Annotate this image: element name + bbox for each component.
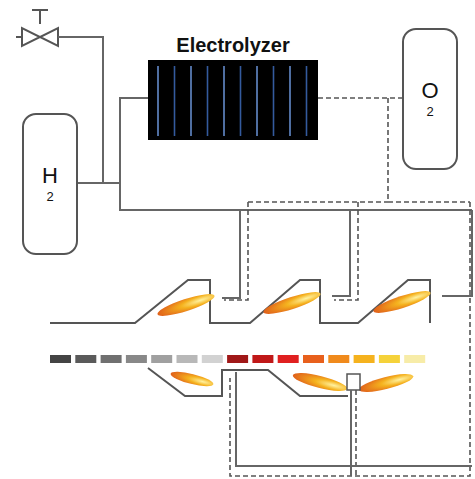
element-symbol: H [42, 164, 58, 188]
oxygen-tank: O2 [402, 28, 458, 170]
oxygen-pipe [355, 390, 357, 476]
oxygen-pipe [318, 97, 402, 99]
burner-nozzle [347, 374, 360, 390]
bar-segment [328, 355, 349, 363]
bar-segment [101, 355, 122, 363]
electrolyzer-cells [148, 60, 318, 140]
hydrogen-pipe [236, 372, 472, 466]
bar-segment [404, 355, 425, 363]
hydrogen-pipe [332, 210, 350, 296]
flame [156, 290, 217, 320]
hydrogen-tank: H2 [22, 113, 78, 255]
hydrogen-pipe [78, 98, 148, 183]
bar-segment [126, 355, 147, 363]
electrolyzer-stack: Electrolyzer [148, 60, 318, 140]
furnace-outline [50, 280, 430, 323]
valve-symbol [16, 10, 58, 46]
bar-segment [151, 355, 172, 363]
furnace-outline [148, 368, 348, 396]
bar-segment [75, 355, 96, 363]
hydrogen-pipe [442, 210, 472, 296]
flame [357, 370, 414, 395]
hydrogen-pipe [350, 390, 352, 476]
hydrogen-pipe [222, 210, 240, 298]
bar-segment [227, 355, 248, 363]
hydrogen-pipe [120, 183, 472, 210]
oxygen-pipe [230, 202, 470, 476]
flame [262, 288, 323, 318]
element-symbol: O [421, 79, 438, 103]
component-label: Electrolyzer [148, 34, 318, 57]
bar-segment [252, 355, 273, 363]
bar-segment [379, 355, 400, 363]
temperature-bar [50, 355, 425, 363]
oxygen-pipe [334, 202, 358, 300]
bar-segment [278, 355, 299, 363]
bar-segment [177, 355, 198, 363]
oxygen-pipe [248, 201, 388, 203]
flame [291, 369, 348, 394]
bar-segment [303, 355, 324, 363]
subscript-number: 2 [46, 190, 53, 204]
flame [372, 287, 433, 317]
bar-segment [354, 355, 375, 363]
oxygen-pipe [224, 202, 248, 300]
bar-segment [50, 355, 71, 363]
flame [169, 369, 214, 389]
bar-segment [202, 355, 223, 363]
subscript-number: 2 [426, 105, 433, 119]
